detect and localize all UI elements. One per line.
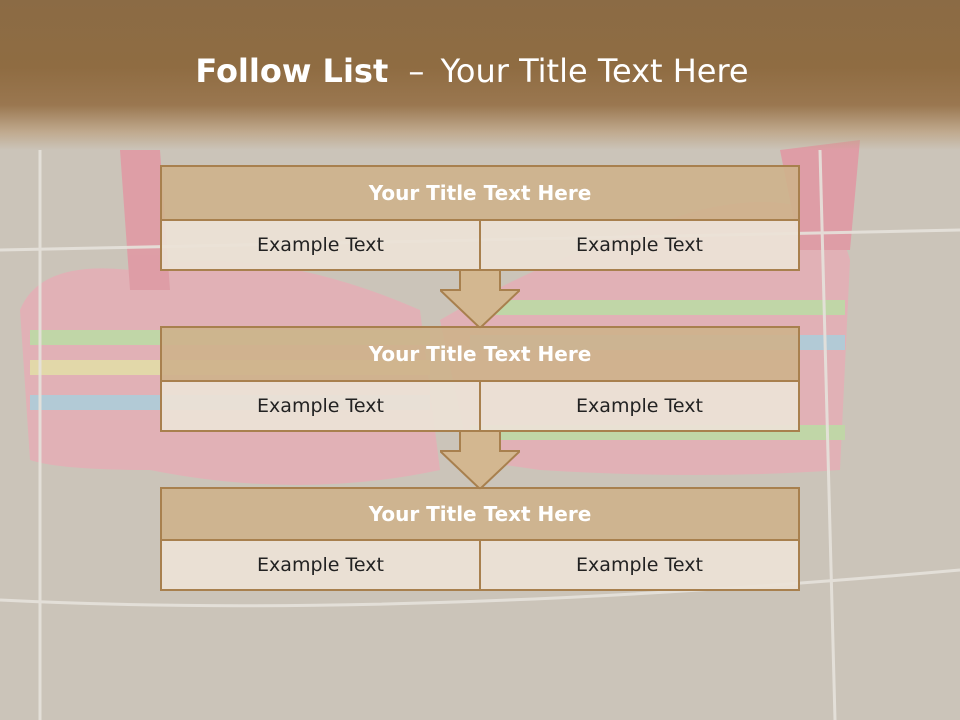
down-arrow-icon <box>440 270 520 330</box>
header-band <box>0 0 960 150</box>
list-block-2: Your Title Text Here Example Text Exampl… <box>160 326 800 432</box>
slide-title-rest: Your Title Text Here <box>440 52 749 90</box>
example-text-left: Example Text <box>160 221 481 271</box>
block-row: Example Text Example Text <box>160 382 800 432</box>
slide-title: Follow List – Your Title Text Here <box>0 52 944 90</box>
down-arrow-icon <box>440 431 520 491</box>
block-title: Your Title Text Here <box>160 487 800 541</box>
example-text-right: Example Text <box>481 221 800 271</box>
block-row: Example Text Example Text <box>160 541 800 591</box>
block-row: Example Text Example Text <box>160 221 800 271</box>
block-title: Your Title Text Here <box>160 165 800 221</box>
list-block-3: Your Title Text Here Example Text Exampl… <box>160 487 800 591</box>
slide-title-bold: Follow List <box>195 52 389 90</box>
example-text-left: Example Text <box>160 382 481 432</box>
slide-title-separator: – <box>408 52 425 90</box>
block-title: Your Title Text Here <box>160 326 800 382</box>
list-block-1: Your Title Text Here Example Text Exampl… <box>160 165 800 271</box>
example-text-right: Example Text <box>481 541 800 591</box>
example-text-left: Example Text <box>160 541 481 591</box>
example-text-right: Example Text <box>481 382 800 432</box>
